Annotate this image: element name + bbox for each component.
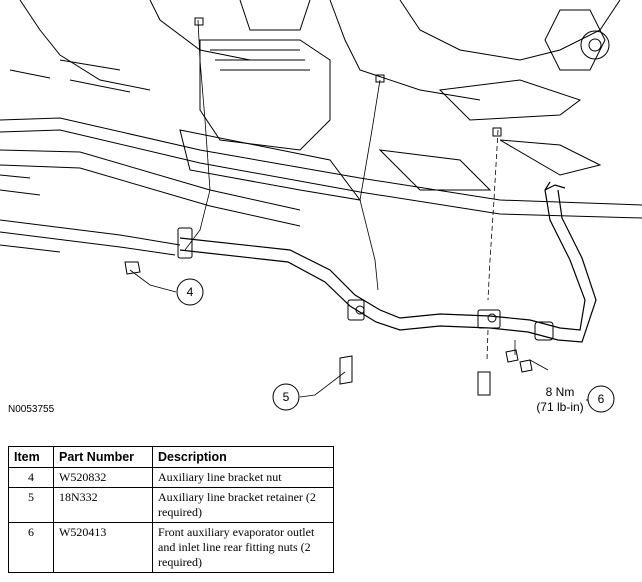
svg-text:4: 4 bbox=[187, 285, 194, 299]
bracket-retainer-5b bbox=[477, 371, 491, 396]
fitting-nut-6b bbox=[519, 359, 533, 373]
fasteners bbox=[124, 17, 533, 396]
torque-spec-nm: 8 Nm bbox=[546, 385, 575, 399]
upper-body-structure bbox=[9, 0, 621, 201]
parts-table: Item Part Number Description 4 W520832 A… bbox=[8, 446, 334, 573]
auxiliary-ac-lines bbox=[179, 181, 597, 343]
table-row: 4 W520832 Auxiliary line bracket nut bbox=[8, 467, 334, 488]
svg-text:5: 5 bbox=[283, 390, 290, 404]
figure-id: N0053755 bbox=[8, 404, 55, 415]
cell-description: Front auxiliary evaporator outlet and in… bbox=[152, 522, 334, 573]
frame-rail bbox=[0, 117, 642, 227]
table-header-row: Item Part Number Description bbox=[8, 446, 334, 468]
cell-part-number: W520413 bbox=[53, 522, 153, 573]
cell-description: Auxiliary line bracket nut bbox=[152, 467, 334, 488]
cell-item: 4 bbox=[8, 467, 54, 488]
header-part-number: Part Number bbox=[53, 446, 153, 468]
vehicle-underbody-diagram: 4 5 6 8 Nm (71 lb-in) bbox=[0, 0, 642, 414]
leader-lines bbox=[129, 19, 549, 398]
table-row: 6 W520413 Front auxiliary evaporator out… bbox=[8, 522, 334, 573]
fitting-nut-6a bbox=[505, 349, 519, 363]
crossmember bbox=[0, 219, 181, 256]
header-description: Description bbox=[152, 446, 334, 468]
bracket-retainer-5a bbox=[339, 355, 353, 385]
header-item: Item bbox=[8, 446, 54, 468]
cell-description: Auxiliary line bracket retainer (2 requi… bbox=[152, 487, 334, 523]
cell-item: 6 bbox=[8, 522, 54, 573]
cell-part-number: 18N332 bbox=[53, 487, 153, 523]
bracket-nut-4 bbox=[124, 261, 141, 275]
callout-4: 4 bbox=[176, 278, 204, 306]
line-brackets bbox=[177, 227, 554, 341]
callout-5: 5 bbox=[272, 383, 300, 411]
cell-item: 5 bbox=[8, 487, 54, 523]
callout-6: 6 bbox=[587, 385, 615, 413]
cell-part-number: W520832 bbox=[53, 467, 153, 488]
table-row: 5 18N332 Auxiliary line bracket retainer… bbox=[8, 487, 334, 523]
torque-spec-lbin: (71 lb-in) bbox=[536, 400, 583, 414]
svg-text:6: 6 bbox=[598, 392, 605, 406]
